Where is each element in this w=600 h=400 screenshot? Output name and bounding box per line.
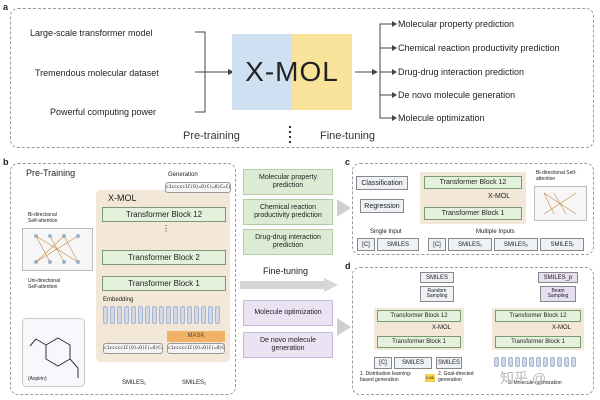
output-reaction: Chemical reaction productivity predictio…	[398, 43, 560, 53]
d-smiles-out: SMILES	[420, 272, 454, 283]
watermark: 知乎 @...	[500, 370, 558, 386]
output-optimization: Molecule optimization	[398, 113, 485, 123]
b-block-1: Transformer Block 1	[102, 276, 226, 291]
xmol-title: X-MOL	[245, 56, 339, 87]
output-property: Molecular property prediction	[398, 19, 515, 29]
multiple-inputs-label: Multiple Inputs	[476, 229, 515, 235]
c-smiles1: SMILES₁	[448, 238, 492, 251]
arrow-to-d	[337, 318, 351, 336]
d1-smiles: SMILES	[394, 357, 432, 369]
task-optimization: Molecule optimization	[243, 300, 333, 326]
panel-c-frame	[352, 163, 594, 255]
pretraining-title: Pre-Training	[26, 168, 76, 178]
d-smiles-p: SMILES_p	[538, 272, 578, 283]
classification-box: Classification	[356, 176, 408, 190]
aspirin-structure	[22, 318, 85, 387]
aspirin-label: (Aspirin)	[28, 376, 47, 382]
c-smilesj: SMILESⱼ	[540, 238, 584, 251]
smiles1-label: SMILES₁	[122, 380, 147, 386]
input-dataset: Tremendous molecular dataset	[35, 68, 159, 78]
xmol-left-half	[232, 34, 292, 110]
xmol-b-label: X-MOL	[108, 193, 137, 203]
uni-attention-label: Uni-directional Self-attention	[28, 278, 60, 290]
c-xmol-label: X-MOL	[488, 193, 511, 200]
input-computing: Powerful computing power	[50, 107, 157, 117]
d1-cls: [C]	[374, 357, 392, 369]
input-seq-2: c1ccccc1C(O)=O)C(=O)C=C(C	[167, 343, 225, 354]
b-block-2: Transformer Block 2	[102, 250, 226, 265]
task-property: Molecular property prediction	[243, 169, 333, 195]
xmol-right-half	[292, 34, 352, 110]
caption-2: 2. Goal-directed generation	[438, 371, 474, 383]
c-cls-multi: [C]	[428, 238, 446, 251]
regression-box: Regression	[360, 199, 404, 213]
d2-smiles: SMILES	[436, 357, 462, 369]
bi-attention-label: Bi-directional Self-attention	[28, 212, 58, 224]
c-smiles2: SMILES₂	[494, 238, 538, 251]
panel-d-frame	[352, 267, 594, 395]
generated-seq: c1ccccc1C(O)=O)C(=O)C=C(C	[165, 182, 231, 193]
c-block-12: Transformer Block 12	[424, 176, 522, 189]
b-dots: ⋮	[162, 224, 170, 233]
c-smiles-single: SMILES	[377, 238, 419, 251]
pretraining-label: Pre-training	[183, 130, 240, 142]
c-block-1: Transformer Block 1	[424, 207, 522, 220]
arrow-to-c	[337, 199, 351, 217]
random-sampling: Random Sampling	[420, 286, 454, 302]
c-cls-single: [C]	[357, 238, 375, 251]
middle-finetuning-label: Fine-tuning	[263, 266, 309, 276]
input-transformer: Large-scale transformer model	[30, 28, 153, 38]
c-attention-diagram	[534, 186, 587, 221]
caption-1: 1. Distribution learning-based generatio…	[360, 371, 412, 383]
d1-block-1: Transformer Block 1	[377, 336, 461, 348]
panel-b-frame	[10, 163, 236, 395]
b-block-12: Transformer Block 12	[102, 207, 226, 222]
c-bi-attention-label: Bi-directional Self-attention	[536, 170, 577, 182]
d3-block-12: Transformer Block 12	[495, 310, 581, 322]
goal-score: 0.86	[425, 374, 435, 382]
panel-a-label: a	[3, 2, 9, 12]
d1-block-12: Transformer Block 12	[377, 310, 461, 322]
caption-3: 3. Molecule optimization	[508, 380, 562, 386]
bi-attention-diagram	[22, 228, 93, 271]
panel-d-label: d	[345, 261, 351, 271]
embedding-tokens	[103, 306, 220, 324]
embedding-label: Embedding	[103, 297, 134, 303]
input-seq-1: c1ccccc1C(O)=O)C(=O)C=C(C	[103, 343, 163, 354]
d3-xmol-label: X-MOL	[552, 325, 572, 331]
beam-sampling: Beam Sampling	[540, 286, 576, 302]
generation-label: Generation	[168, 172, 198, 178]
smiles2-label: SMILES₂	[182, 380, 207, 386]
output-ddi: Drug-drug interaction prediction	[398, 67, 525, 77]
panel-a-frame	[10, 8, 594, 148]
finetuning-arrow	[240, 278, 338, 292]
panel-b-label: b	[3, 157, 9, 167]
finetuning-label: Fine-tuning	[320, 130, 376, 142]
d1-xmol-label: X-MOL	[432, 325, 452, 331]
task-reaction: Chemical reaction productivity predictio…	[243, 199, 333, 225]
output-denovo: De novo molecule generation	[398, 90, 516, 100]
task-ddi: Drug-drug interaction prediction	[243, 229, 333, 255]
task-denovo: De novo molecule generation	[243, 332, 333, 358]
single-input-label: Single Input	[370, 229, 402, 235]
mask-bar: MASK	[167, 331, 225, 342]
d3-tokens	[494, 357, 576, 367]
panel-c-label: c	[345, 157, 351, 167]
d3-block-1: Transformer Block 1	[495, 336, 581, 348]
